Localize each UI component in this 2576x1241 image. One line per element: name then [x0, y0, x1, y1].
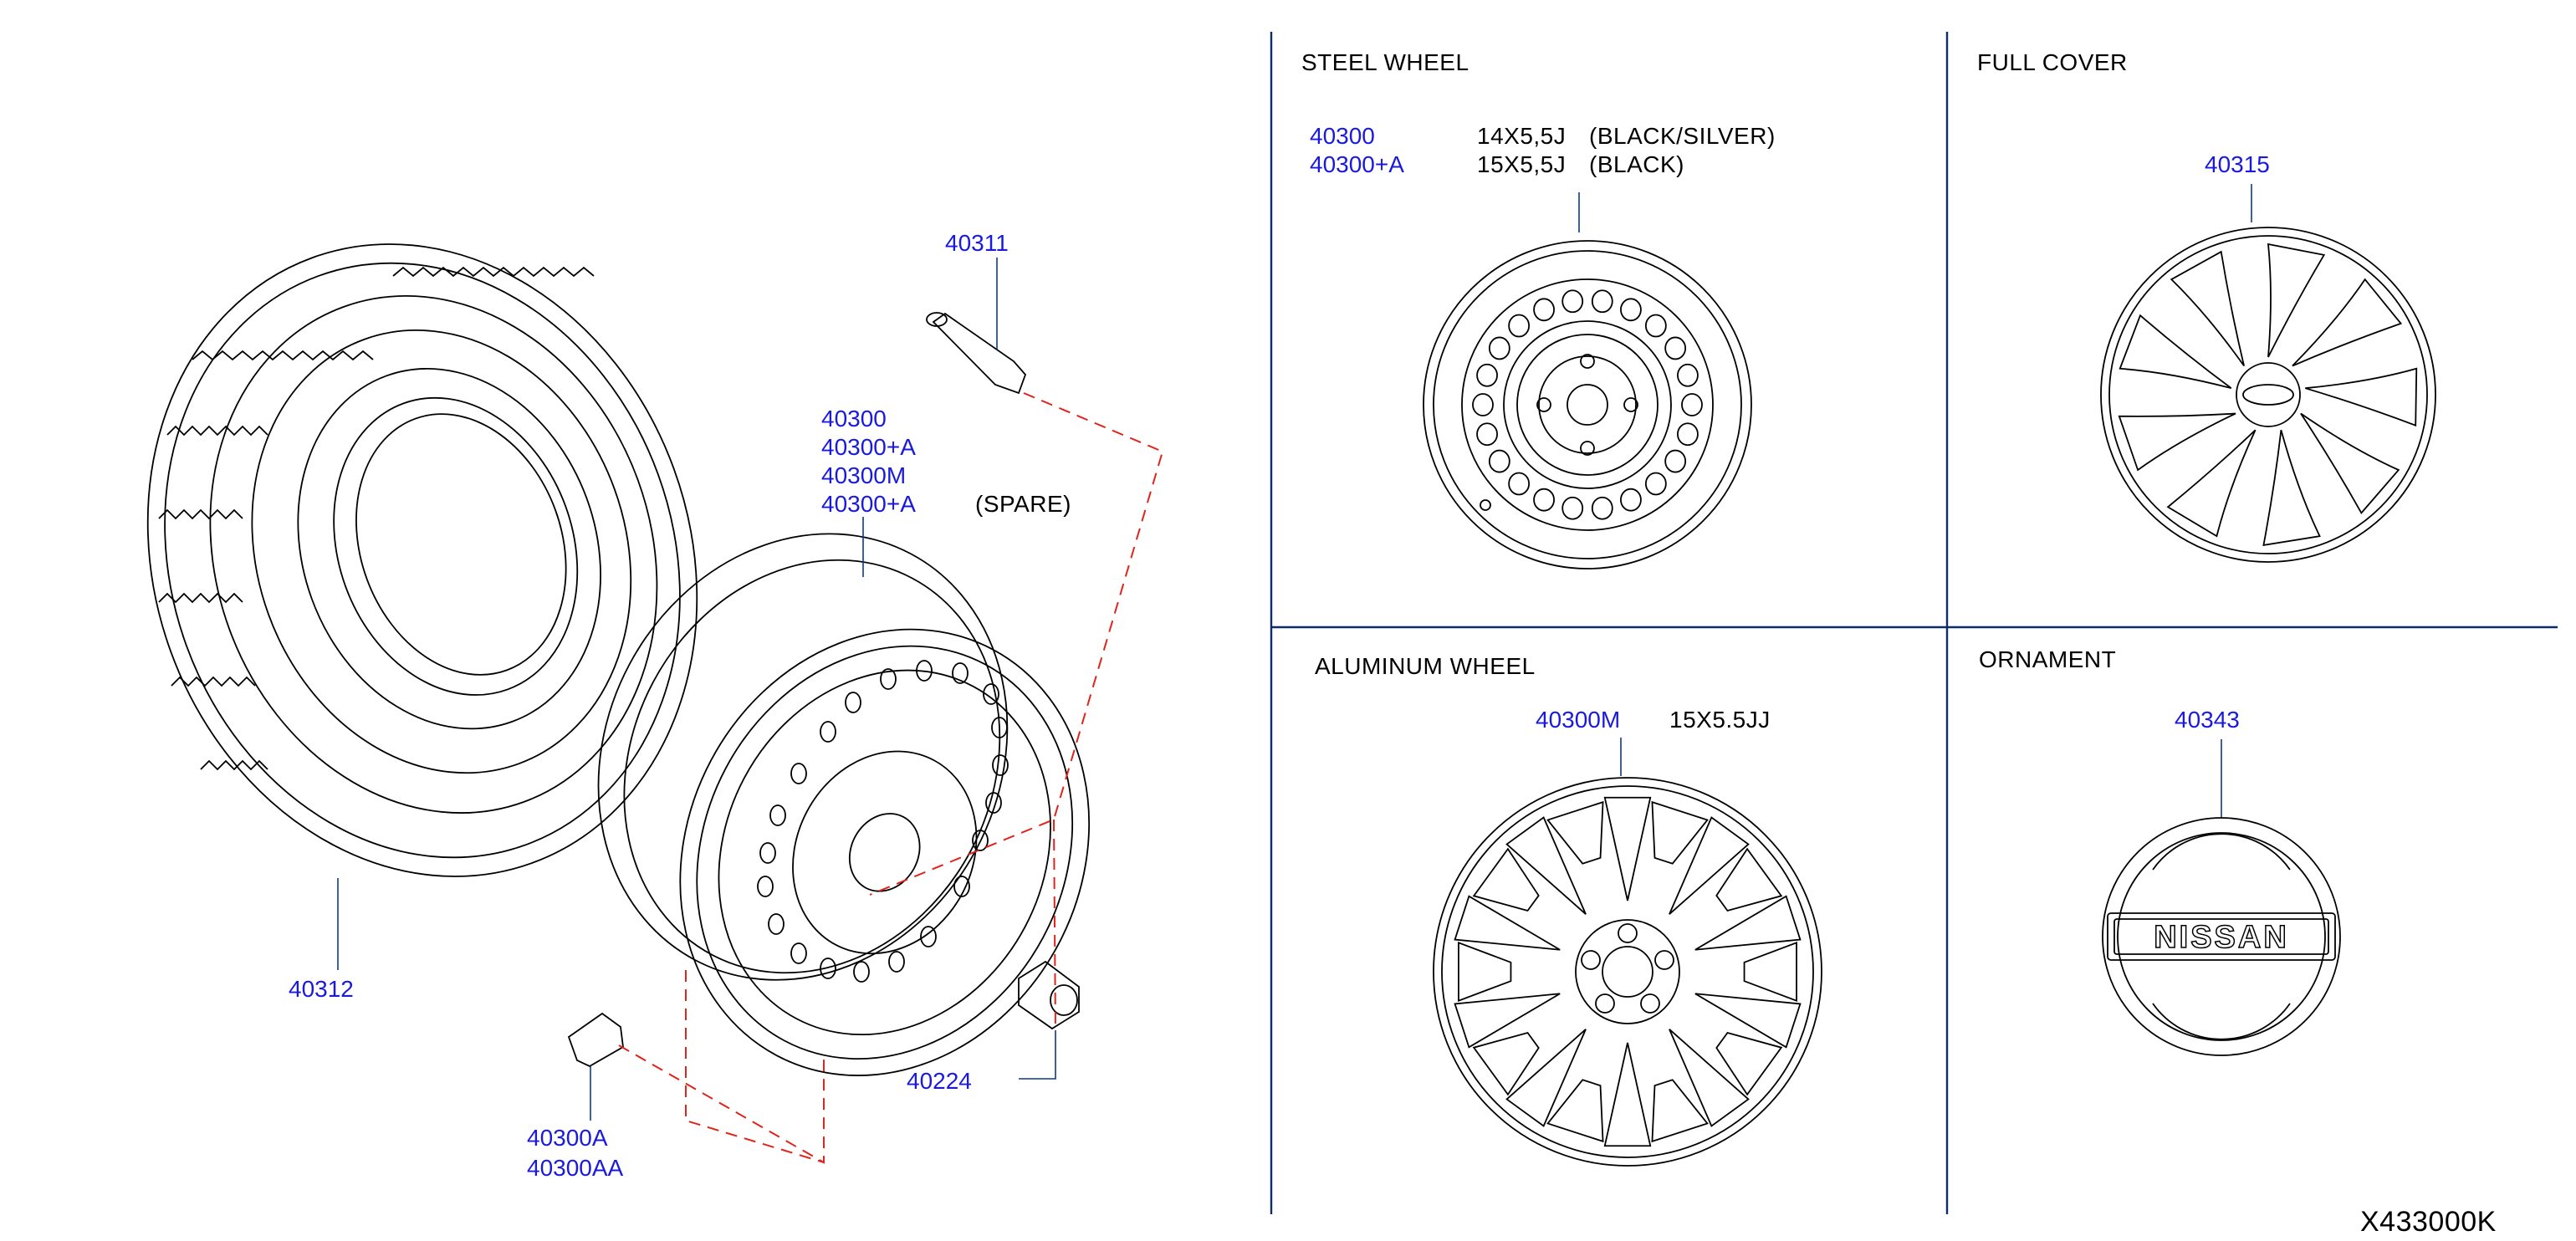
cover-spoke	[2305, 367, 2418, 427]
cover-spoke	[2292, 278, 2403, 367]
weight-part-number-1[interactable]: 40300A	[527, 1125, 608, 1151]
spare-wheel-part-number-2[interactable]: 40300+A	[821, 434, 916, 460]
spare-wheel-drawing	[597, 517, 1091, 1076]
cover-spoke	[2267, 243, 2326, 358]
vent-hole	[1508, 472, 1531, 496]
dashed-leaders	[618, 392, 1164, 1164]
vent-hole	[1644, 472, 1667, 496]
alloy-window	[1715, 847, 1783, 912]
full-cover-part-number[interactable]: 40315	[2205, 151, 2270, 177]
alloy-window	[1454, 993, 1561, 1049]
alloy-window	[1669, 816, 1750, 915]
aluminum-wheel-drawing	[1433, 738, 1822, 1167]
alloy-window	[1472, 847, 1540, 912]
alloy-window	[1715, 1031, 1783, 1096]
cover-spoke	[2262, 430, 2321, 547]
alloy-window	[1603, 1042, 1652, 1147]
steel-wheel-part-number-1[interactable]: 40300	[1310, 123, 1375, 149]
vent-hole	[1472, 393, 1494, 416]
vent-hole	[1476, 363, 1498, 387]
vent-hole	[1677, 363, 1699, 387]
ornament-part-number[interactable]: 40343	[2175, 707, 2240, 733]
spare-wheel-part-number-1[interactable]: 40300	[821, 406, 887, 432]
cover-spoke	[2118, 412, 2236, 472]
vent-hole	[1561, 496, 1584, 520]
alloy-window	[1651, 1079, 1709, 1143]
steel-wheel-size-1: 14X5,5J	[1477, 123, 1566, 149]
alloy-window	[1694, 993, 1802, 1049]
full-cover-drawing	[2100, 184, 2436, 563]
steel-wheel-note-1: (BLACK/SILVER)	[1589, 123, 1776, 149]
alloy-window	[1669, 1029, 1750, 1127]
vent-hole	[1664, 449, 1687, 473]
steel-wheel-note-2: (BLACK)	[1589, 151, 1684, 177]
aluminum-wheel-size: 15X5.5JJ	[1669, 707, 1771, 733]
vent-hole	[1591, 289, 1613, 314]
valve-drawing	[926, 258, 1027, 395]
cover-spoke	[2119, 314, 2232, 390]
steel-wheel-part-number-2[interactable]: 40300+A	[1310, 151, 1404, 177]
cover-spoke	[2166, 429, 2257, 538]
vent-hole	[1620, 298, 1642, 322]
vent-hole	[1533, 298, 1555, 322]
aluminum-wheel-part-number[interactable]: 40300M	[1536, 707, 1620, 733]
vent-hole	[1677, 422, 1699, 447]
alloy-window	[1472, 1031, 1540, 1096]
alloy-window	[1546, 1079, 1604, 1143]
vent-hole	[1561, 289, 1584, 314]
vent-hole	[1681, 393, 1703, 416]
ornament-title: ORNAMENT	[1979, 646, 2116, 672]
tire-drawing	[146, 243, 698, 970]
tire-part-number[interactable]: 40312	[289, 976, 354, 1002]
nut-part-number[interactable]: 40224	[907, 1068, 972, 1094]
cover-spoke	[2170, 250, 2245, 367]
weight-drawing	[567, 1012, 624, 1121]
alloy-window	[1694, 895, 1802, 951]
steel-wheel-drawing	[1423, 192, 1752, 569]
alloy-window	[1546, 800, 1604, 865]
aluminum-wheel-title: ALUMINUM WHEEL	[1315, 653, 1536, 679]
spare-note: (SPARE)	[975, 491, 1071, 517]
diagram-code: X433000K	[2360, 1206, 2497, 1238]
vent-hole	[1620, 488, 1642, 512]
alloy-window	[1505, 816, 1587, 915]
vent-hole	[1591, 496, 1613, 520]
vent-hole	[1644, 314, 1667, 338]
vent-hole	[1476, 422, 1498, 447]
valve-part-number[interactable]: 40311	[945, 230, 1009, 256]
spare-wheel-part-number-4[interactable]: 40300+A	[821, 491, 916, 517]
alloy-window	[1743, 942, 1797, 1002]
weight-part-number-2[interactable]: 40300AA	[527, 1155, 624, 1181]
ornament-drawing	[2102, 739, 2341, 1056]
alloy-window	[1454, 895, 1561, 951]
alloy-window	[1651, 800, 1709, 865]
alloy-window	[1458, 942, 1512, 1002]
section-frame	[1270, 32, 2558, 1214]
vent-hole	[1488, 449, 1510, 473]
steel-wheel-size-2: 15X5,5J	[1477, 151, 1566, 177]
spare-wheel-part-number-3[interactable]: 40300M	[821, 462, 906, 488]
ornament-logo-text: NISSAN	[2154, 920, 2289, 955]
alloy-window	[1505, 1029, 1587, 1127]
vent-hole	[1664, 336, 1687, 360]
alloy-window	[1603, 796, 1652, 901]
cover-spoke	[2300, 412, 2400, 514]
steel-wheel-title: STEEL WHEEL	[1301, 49, 1469, 75]
full-cover-title: FULL COVER	[1977, 49, 2128, 75]
nut-drawing	[1018, 960, 1080, 1080]
vent-hole	[1533, 488, 1555, 512]
vent-hole	[1508, 314, 1531, 338]
vent-hole	[1488, 336, 1510, 360]
